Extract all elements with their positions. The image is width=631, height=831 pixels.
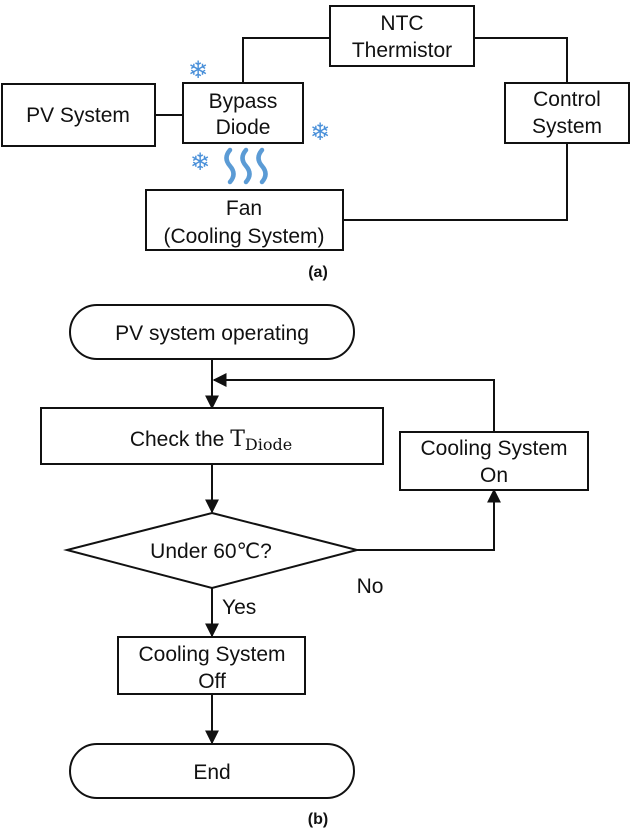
pv-system-label: PV System	[26, 104, 130, 127]
cooling-on-label-line2: On	[480, 464, 508, 487]
ntc-thermistor-box: NTC Thermistor	[329, 5, 475, 67]
yes-label: Yes	[222, 596, 256, 619]
decision-diamond: Under 60℃?	[63, 511, 361, 590]
panel-a-connectors	[155, 37, 568, 221]
control-system-box: Control System	[504, 82, 630, 144]
fan-label-line1: Fan	[226, 197, 262, 220]
panel-a-label: (a)	[308, 264, 328, 281]
cooling-off-label-line1: Cooling System	[138, 643, 285, 666]
cooling-off-box: Cooling System Off	[117, 636, 306, 695]
panel-b-connectors	[205, 359, 501, 745]
snowflake-icon: ❄	[188, 56, 208, 84]
control-system-label-line2: System	[532, 115, 602, 138]
cooling-on-box: Cooling System On	[399, 431, 589, 491]
end-label: End	[193, 761, 230, 784]
check-temperature-label: Check the TDiode	[130, 427, 292, 454]
fan-box: Fan (Cooling System)	[145, 189, 344, 251]
end-terminal: End	[69, 743, 355, 799]
ntc-thermistor-label-line2: Thermistor	[352, 39, 452, 62]
no-label: No	[357, 575, 384, 598]
bypass-diode-box: Bypass Diode	[182, 82, 304, 144]
snowflake-icon: ❄	[310, 118, 330, 146]
check-temperature-box: Check the TDiode	[40, 407, 384, 465]
ntc-thermistor-label-line1: NTC	[380, 12, 423, 35]
snowflake-icon: ❄	[190, 148, 210, 176]
fan-label-line2: (Cooling System)	[163, 225, 324, 248]
bypass-diode-label-line1: Bypass	[209, 90, 278, 113]
start-label: PV system operating	[115, 322, 309, 345]
cooling-on-label-line1: Cooling System	[420, 437, 567, 460]
decision-label: Under 60℃?	[150, 540, 272, 563]
start-terminal: PV system operating	[69, 304, 355, 360]
cooling-off-label-line2: Off	[198, 670, 226, 693]
panel-b-label: (b)	[308, 811, 328, 828]
heat-waves-icon	[224, 147, 268, 185]
bypass-diode-label-line2: Diode	[216, 116, 271, 139]
pv-system-box: PV System	[1, 83, 156, 147]
control-system-label-line1: Control	[533, 88, 601, 111]
